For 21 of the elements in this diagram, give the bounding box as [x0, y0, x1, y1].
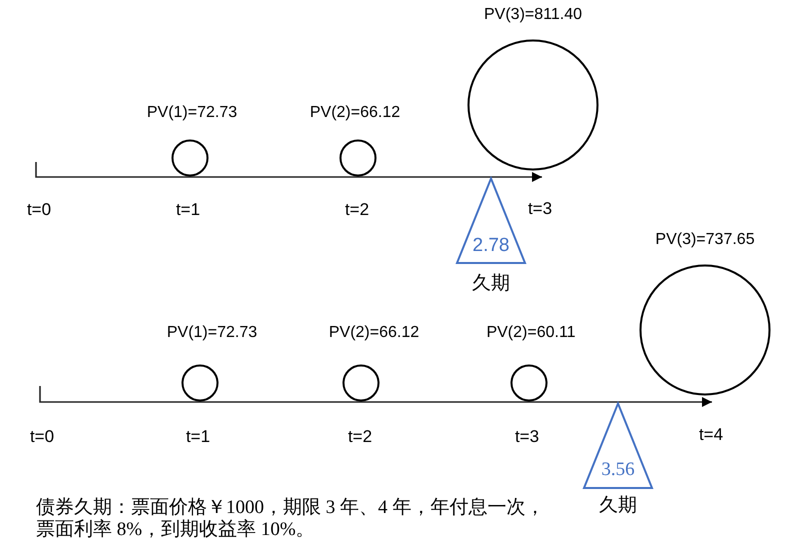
present-value-label: PV(3)=811.40 — [484, 6, 582, 24]
duration-value: 3.56 — [601, 460, 635, 478]
present-value-label: PV(1)=72.73 — [146, 104, 238, 122]
present-value-label: PV(1)=72.73 — [166, 324, 258, 342]
time-label: t=1 — [186, 427, 210, 447]
time-label: t=3 — [528, 199, 552, 219]
present-value-label: PV(2)=66.12 — [328, 324, 420, 342]
time-label: t=2 — [344, 200, 370, 220]
duration-label: 久期 — [472, 273, 510, 293]
time-label: t=4 — [698, 425, 724, 445]
present-value-label: PV(2)=60.11 — [486, 324, 576, 342]
present-value-label: PV(2)=66.12 — [310, 104, 400, 122]
time-label: t=3 — [514, 427, 540, 447]
duration-label: 久期 — [599, 495, 637, 515]
time-label: t=2 — [348, 427, 372, 447]
time-label: t=0 — [26, 200, 52, 220]
time-label: t=1 — [176, 200, 200, 220]
present-value-label: PV(3)=737.65 — [655, 231, 755, 249]
caption: 债券久期：票面价格￥1000，期限 3 年、4 年，年付息一次，票面利率 8%，到期收益率 10%。 — [36, 497, 546, 541]
duration-value: 2.78 — [472, 236, 510, 254]
time-label: t=0 — [30, 427, 54, 447]
